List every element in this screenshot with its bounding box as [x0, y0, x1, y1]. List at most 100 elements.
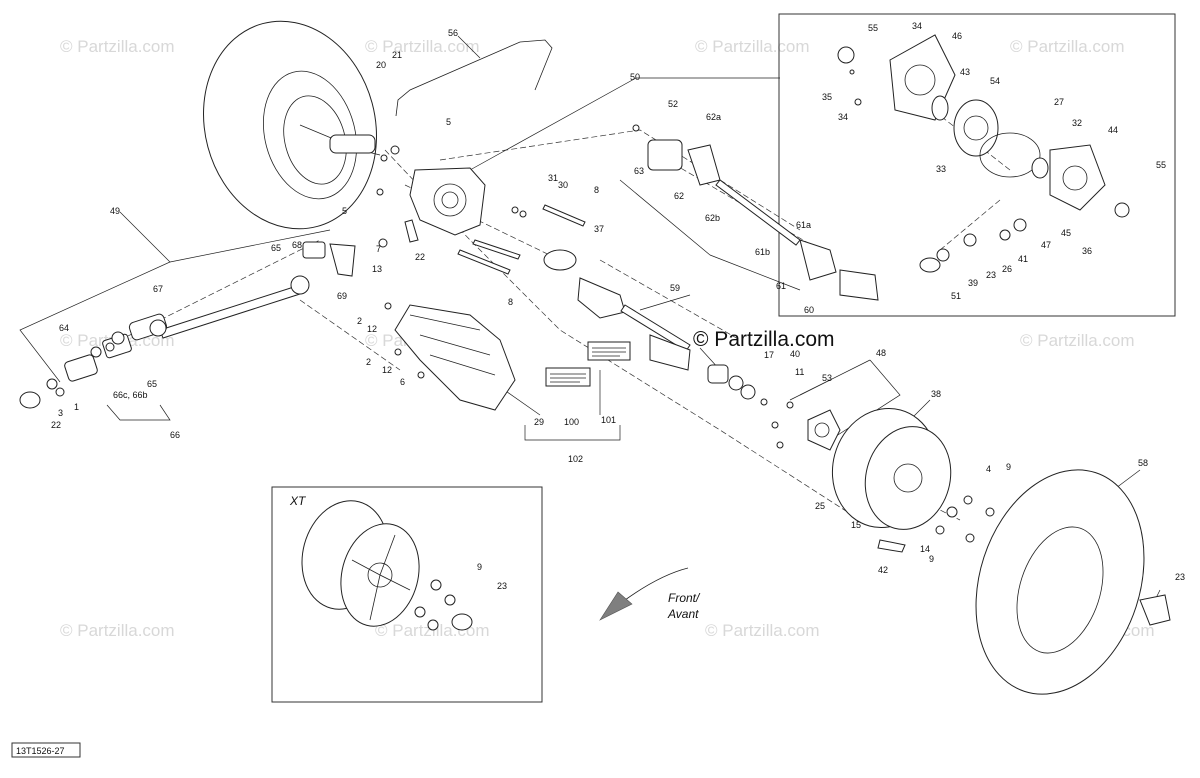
- callout: 100: [564, 417, 579, 427]
- callout: 2: [357, 316, 362, 326]
- callout: 13: [372, 264, 382, 274]
- differential-housing: [376, 145, 486, 248]
- callout: 32: [1072, 118, 1082, 128]
- callout: 52: [668, 99, 678, 109]
- differential-detail-parts: [837, 34, 1130, 273]
- callout: 11: [795, 367, 804, 377]
- callout: 56: [448, 28, 458, 38]
- differential-detail-box: [778, 13, 1176, 317]
- callout: 40: [790, 349, 800, 359]
- reference-code-box: [11, 742, 81, 758]
- callout: 3: [58, 408, 63, 418]
- direction-label: Front/: [668, 591, 701, 605]
- callout: 51: [951, 291, 961, 301]
- callout: 5: [342, 206, 347, 216]
- watermark: © Partzilla.com: [1020, 331, 1135, 350]
- callout: 33: [936, 164, 946, 174]
- callout: 58: [1138, 458, 1148, 468]
- callout: 43: [960, 67, 970, 77]
- front-right-tire: [975, 469, 1171, 695]
- watermark: © Partzilla.com: [695, 37, 810, 56]
- callout: 65: [147, 379, 157, 389]
- callout: 27: [1054, 97, 1064, 107]
- callout: 5: [446, 117, 451, 127]
- front-direction-arrow: Front/ Avant: [599, 567, 701, 621]
- callout: 30: [558, 180, 568, 190]
- callout: 2: [366, 357, 371, 367]
- callout: 8: [508, 297, 513, 307]
- callout: 39: [968, 278, 978, 288]
- rear-rim: [831, 408, 995, 553]
- callout: 53: [822, 373, 832, 383]
- xt-wheel: [301, 500, 473, 631]
- callout: 62a: [706, 112, 721, 122]
- callout: 61: [776, 281, 786, 291]
- callout: 63: [634, 166, 644, 176]
- callout: 1: [74, 402, 79, 412]
- warning-labels: [545, 341, 631, 387]
- callout: 65: [271, 243, 281, 253]
- callout: 101: [601, 415, 616, 425]
- callout: 35: [822, 92, 832, 102]
- skid-plate: [384, 302, 516, 411]
- leader-lines: [19, 35, 1161, 611]
- driveshaft: [19, 241, 356, 409]
- callout: 22: [415, 252, 425, 262]
- callout: 46: [952, 31, 962, 41]
- callout: 66: [170, 430, 180, 440]
- direction-label: Avant: [667, 607, 699, 621]
- callout: 60: [804, 305, 814, 315]
- callout: 68: [292, 240, 302, 250]
- callout: 67: [153, 284, 163, 294]
- callout: 17: [764, 350, 774, 360]
- callout: 69: [337, 291, 347, 301]
- callout: 61b: [755, 247, 770, 257]
- callout: 38: [931, 389, 941, 399]
- callout: 42: [878, 565, 888, 575]
- callout: 6: [400, 377, 405, 387]
- callout: 22: [51, 420, 61, 430]
- callout: 34: [912, 21, 922, 31]
- callout: 44: [1108, 125, 1118, 135]
- callout: 37: [594, 224, 604, 234]
- cv-axle: [543, 249, 768, 406]
- part-callouts: 56 21 20 5 5 50 55 34 46 35 34 43 54 27 …: [51, 21, 1185, 591]
- yoke-parts: [90, 319, 167, 358]
- axle-shaft: [632, 124, 879, 301]
- callout: 45: [1061, 228, 1071, 238]
- callout: 23: [1175, 572, 1185, 582]
- callout: 21: [392, 50, 402, 60]
- callout: 23: [497, 581, 507, 591]
- rear-left-tire: [203, 20, 381, 230]
- wheel-hub: [771, 401, 841, 451]
- callout: 59: [670, 283, 680, 293]
- callout: 31: [548, 173, 558, 183]
- callout: 66c, 66b: [113, 390, 148, 400]
- callout: 54: [990, 76, 1000, 86]
- callout: 41: [1018, 254, 1028, 264]
- callout: 50: [630, 72, 640, 82]
- callout: 9: [1006, 462, 1011, 472]
- callout: 47: [1041, 240, 1051, 250]
- callout: 7: [376, 244, 381, 254]
- xt-wheel-box: [271, 486, 543, 703]
- callout: 8: [594, 185, 599, 195]
- callout: 62: [674, 191, 684, 201]
- callout: 48: [876, 348, 886, 358]
- callout: 15: [851, 520, 861, 530]
- callout: 23: [986, 270, 996, 280]
- callout: 61a: [796, 220, 811, 230]
- callout: 4: [986, 464, 991, 474]
- xt-label: XT: [289, 494, 307, 508]
- callout: 12: [382, 365, 392, 375]
- bolts: [457, 204, 586, 275]
- callout: 34: [838, 112, 848, 122]
- callout: 64: [59, 323, 69, 333]
- callout: 55: [1156, 160, 1166, 170]
- callout: 9: [477, 562, 482, 572]
- callout: 55: [868, 23, 878, 33]
- callout: 29: [534, 417, 544, 427]
- callout: 12: [367, 324, 377, 334]
- main-watermark: © Partzilla.com: [693, 328, 835, 351]
